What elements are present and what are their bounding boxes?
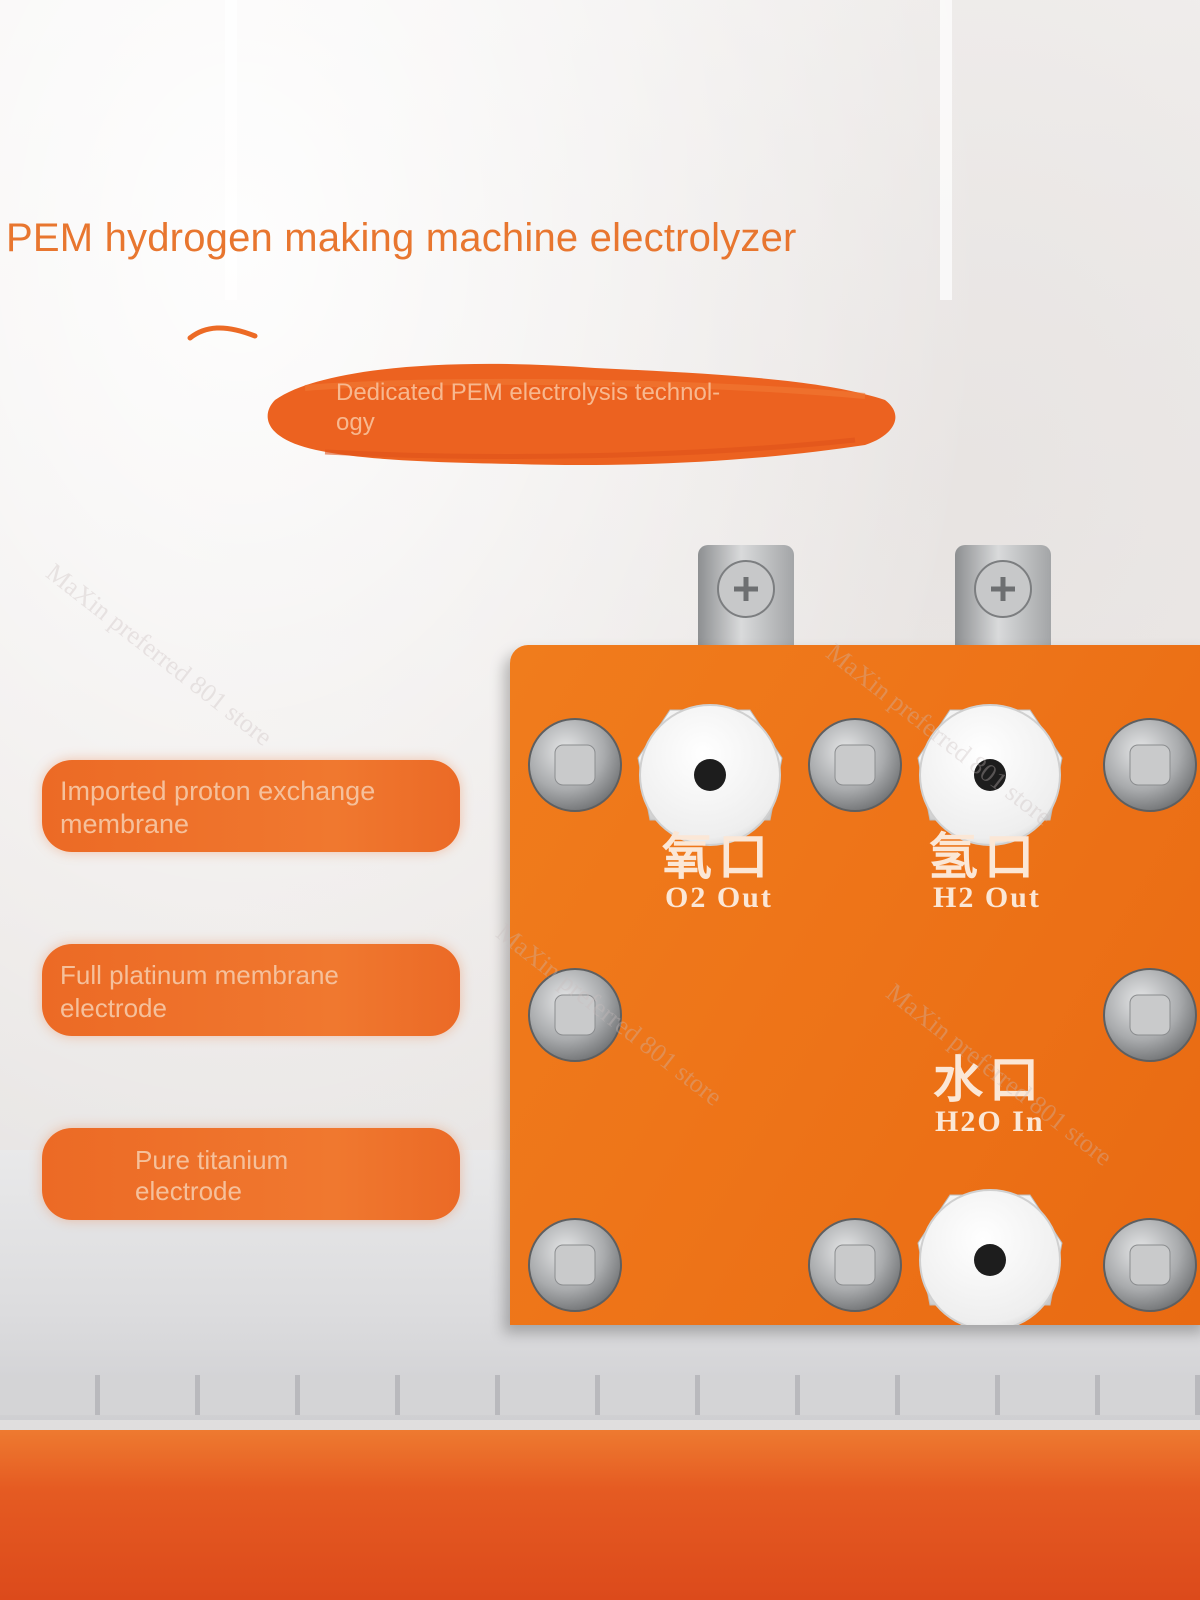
brush-stroke-banner <box>267 363 896 466</box>
electrolyzer-device: 氧口 O2 Out 氢口 H2 Out 水口 H2O In <box>500 545 1200 1325</box>
window-frame <box>940 0 952 300</box>
terminal-screws <box>717 560 1032 618</box>
h2o-port-label-cn: 水口 <box>933 1050 1045 1109</box>
feature-pill-platinum <box>42 944 460 1036</box>
feature-pill-titanium <box>42 1128 460 1220</box>
banner-text: Dedicated PEM electrolysis technol- ogy <box>336 379 721 436</box>
counter-slats <box>0 1375 1200 1415</box>
feature-label: Pure titanium electrode <box>135 1145 289 1206</box>
feature-pill-membrane <box>42 760 460 852</box>
h2-port-label-en: H2 Out <box>933 881 1041 914</box>
brush-splash <box>187 325 258 341</box>
feature-label: Full platinum membrane electrode <box>60 960 339 1023</box>
o2-port-label-en: O2 Out <box>665 881 773 914</box>
h2-port-label-cn: 氢口 <box>928 827 1040 886</box>
h2o-port-label-en: H2O In <box>935 1105 1045 1138</box>
feature-label: Imported proton exchange membrane <box>60 776 376 839</box>
window-frame <box>225 0 237 300</box>
bottom-orange-band <box>0 1430 1200 1600</box>
port-fittings <box>637 704 1063 1325</box>
device-hardware <box>528 704 1197 1325</box>
o2-port-label-cn: 氧口 <box>662 827 774 886</box>
page-title: PEM hydrogen making machine electrolyzer <box>6 216 797 260</box>
bolt-nuts <box>528 718 1197 1312</box>
